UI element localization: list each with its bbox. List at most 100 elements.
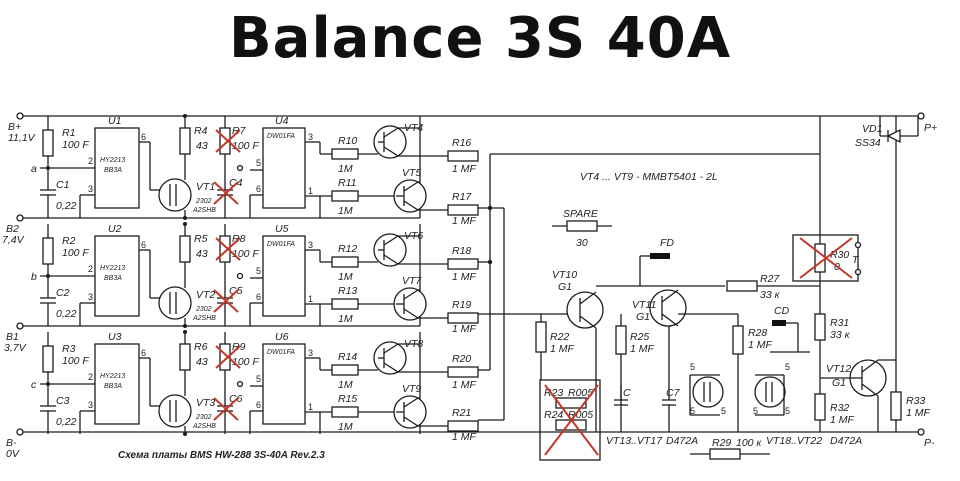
resistor-r3 — [42, 345, 54, 373]
transistor-vt8 — [373, 341, 407, 375]
label-t: T — [852, 254, 860, 266]
node-b: b — [31, 271, 37, 283]
resistor-r30 — [814, 243, 826, 273]
label-b2-voltage: 7,4V — [2, 234, 25, 246]
label-r33-value: 1 MF — [906, 407, 931, 419]
chip-u1 — [94, 127, 140, 209]
resistor-r21 — [447, 420, 479, 432]
label-vt2-code2: A2SHB — [192, 315, 216, 322]
svg-text:5: 5 — [753, 406, 758, 416]
svg-text:6: 6 — [256, 292, 261, 302]
label-c2-value: 0,22 — [56, 308, 77, 320]
resistor-r19 — [447, 312, 479, 324]
thermistor-box — [792, 234, 859, 282]
label-vt6: VT6 — [404, 230, 423, 242]
label-r4: R4 — [194, 125, 208, 137]
label-c1-value: 0,22 — [56, 200, 77, 212]
label-vt3: VT3 — [196, 397, 215, 409]
label-vt13: VT13..VT17 — [606, 435, 663, 447]
svg-text:6: 6 — [141, 132, 146, 142]
resistor-r20 — [447, 366, 479, 378]
label-vt18: VT18..VT22 — [766, 435, 822, 447]
fd-pad — [650, 253, 670, 259]
resistor-r2 — [42, 237, 54, 265]
resistor-r17 — [447, 204, 479, 216]
svg-text:5: 5 — [256, 266, 261, 276]
svg-text:1: 1 — [308, 186, 313, 196]
label-r31-value: 33 к — [830, 329, 851, 341]
label-p-plus: P+ — [924, 122, 937, 134]
label-r8-value: 100 F — [232, 248, 259, 260]
label-vt7: VT7 — [402, 275, 422, 287]
cd-pad — [772, 320, 786, 326]
label-c: C — [623, 387, 631, 399]
terminal-b-plus — [16, 112, 24, 120]
label-r14-value: 1M — [338, 379, 353, 391]
terminal-p-minus — [917, 428, 925, 436]
label-vt11: VT11 — [632, 299, 656, 311]
page-title: Balance 3S 40A — [228, 6, 732, 71]
terminal-b1 — [16, 322, 24, 330]
spare-value: 30 — [576, 237, 588, 249]
label-r16: R16 — [452, 137, 471, 149]
label-r21: R21 — [452, 407, 471, 419]
svg-text:3: 3 — [308, 348, 313, 358]
label-vt9: VT9 — [402, 383, 421, 395]
label-r32-value: 1 MF — [830, 414, 855, 426]
label-r20: R20 — [452, 353, 471, 365]
control-section: VT10 G1 VT11 G1 FD R22 1 MF R25 1 MF R27… — [535, 116, 931, 461]
label-u2: U2 — [108, 223, 122, 235]
label-b-plus: B+ — [8, 121, 21, 133]
label-b2: B2 — [6, 223, 19, 235]
spare-resistor — [566, 220, 598, 232]
label-u1-chip: HY2213 — [100, 157, 125, 164]
label-vt4: VT4 — [404, 122, 423, 134]
schematic-caption: Схема платы BMS HW-288 3S-40A Rev.2.3 — [118, 450, 325, 461]
resistor-r23 — [555, 397, 587, 409]
label-r19: R19 — [452, 299, 471, 311]
transistor-vt4 — [373, 125, 407, 159]
label-u1-code: BB3A — [104, 167, 122, 174]
label-u5-chip: DW01FA — [267, 241, 295, 248]
label-r5-value: 43 — [196, 248, 208, 260]
svg-text:5: 5 — [690, 362, 695, 372]
mosfet-vt1 — [158, 178, 192, 212]
resistor-r22 — [535, 321, 547, 353]
label-c7: C7 — [666, 387, 681, 399]
label-r9-value: 100 F — [232, 356, 259, 368]
label-r11-value: 1M — [338, 205, 353, 217]
label-u2-chip: HY2213 — [100, 265, 125, 272]
shunt-box — [539, 379, 601, 461]
label-r15-value: 1M — [338, 421, 353, 433]
label-r17: R17 — [452, 191, 472, 203]
label-r22-value: 1 MF — [550, 343, 575, 355]
transistor-vt11 — [649, 289, 687, 327]
label-c3-value: 0,22 — [56, 416, 77, 428]
transistor-vt9 — [393, 395, 427, 429]
label-r24: R24 — [544, 409, 563, 421]
spare-label: SPARE — [563, 208, 599, 220]
terminal-b-minus — [16, 428, 24, 436]
label-vt18-code: D472A — [830, 435, 862, 447]
node-c: c — [31, 379, 37, 391]
label-r25-value: 1 MF — [630, 343, 655, 355]
resistor-r13 — [331, 298, 359, 310]
label-r3-value: 100 F — [62, 355, 89, 367]
label-r30: R30 — [830, 249, 849, 261]
resistor-r14 — [331, 364, 359, 376]
resistor-r6 — [179, 343, 191, 371]
label-vd1: VD1 — [862, 123, 882, 135]
label-u1: U1 — [108, 115, 121, 127]
resistor-r29 — [709, 448, 741, 460]
transistor-vt7 — [393, 287, 427, 321]
label-c1: C1 — [56, 179, 69, 191]
label-r6-value: 43 — [196, 356, 208, 368]
svg-text:6: 6 — [256, 184, 261, 194]
resistor-r1 — [42, 129, 54, 157]
label-r2-value: 100 F — [62, 247, 89, 259]
label-r24-value: R005 — [568, 409, 593, 421]
label-vt12-code: G1 — [832, 377, 846, 389]
resistor-r10 — [331, 148, 359, 160]
